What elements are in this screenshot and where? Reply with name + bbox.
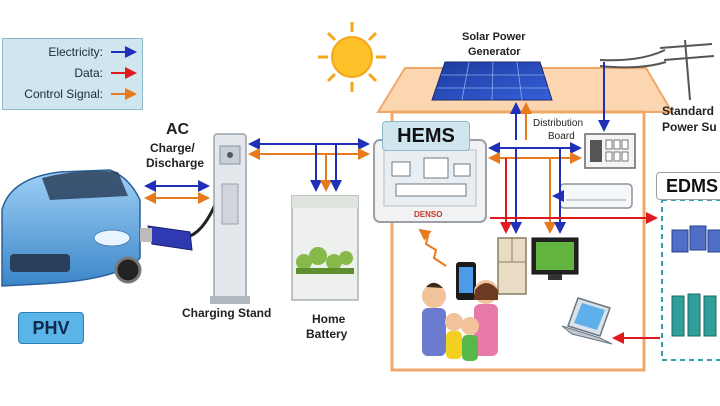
standard-power-label-1: Standard <box>662 104 715 118</box>
charging-plug-icon <box>140 197 220 251</box>
legend-arrows <box>111 46 137 100</box>
family-icon <box>422 280 498 361</box>
arrows <box>144 62 660 344</box>
server-icon <box>671 225 720 337</box>
edms-boundary <box>661 199 720 361</box>
home-battery-label-2: Battery <box>306 327 348 341</box>
solar-panel-icon <box>431 61 553 101</box>
legend-control-label: Control Signal: <box>24 87 103 101</box>
edms-badge: EDMS <box>656 172 720 200</box>
hems-brand-label: DENSO <box>414 210 443 219</box>
distribution-board-icon <box>584 133 636 169</box>
distribution-label-2: Board <box>548 131 575 142</box>
sun-icon <box>318 22 386 92</box>
legend-electricity-label: Electricity: <box>48 45 103 59</box>
phv-badge: PHV <box>18 312 84 344</box>
laptop-icon <box>561 297 613 345</box>
power-pole-icon <box>599 39 715 101</box>
solar-label-2: Generator <box>468 46 521 58</box>
distribution-label-1: Distribution <box>533 118 584 129</box>
charging-stand-label: Charging Stand <box>182 306 272 320</box>
charging-stand-icon <box>210 133 250 304</box>
solar-label-1: Solar Power <box>462 31 526 43</box>
standard-power-label-2: Power Su <box>662 120 717 134</box>
hems-badge: HEMS <box>382 121 470 151</box>
car-icon <box>1 169 142 287</box>
smartphone-icon <box>456 262 476 300</box>
home-battery-label-1: Home <box>312 312 346 326</box>
ac-label: AC <box>166 121 190 138</box>
charge-discharge-label-2: Discharge <box>146 156 205 170</box>
charge-discharge-label-1: Charge/ <box>150 141 195 155</box>
hems-display-icon <box>373 139 487 223</box>
refrigerator-icon <box>497 237 527 295</box>
tv-icon <box>531 237 579 280</box>
home-battery-icon <box>291 195 359 301</box>
legend: Electricity: Data: Control Signal: <box>2 38 143 110</box>
legend-data-label: Data: <box>74 66 103 80</box>
air-conditioner-icon <box>559 183 633 209</box>
